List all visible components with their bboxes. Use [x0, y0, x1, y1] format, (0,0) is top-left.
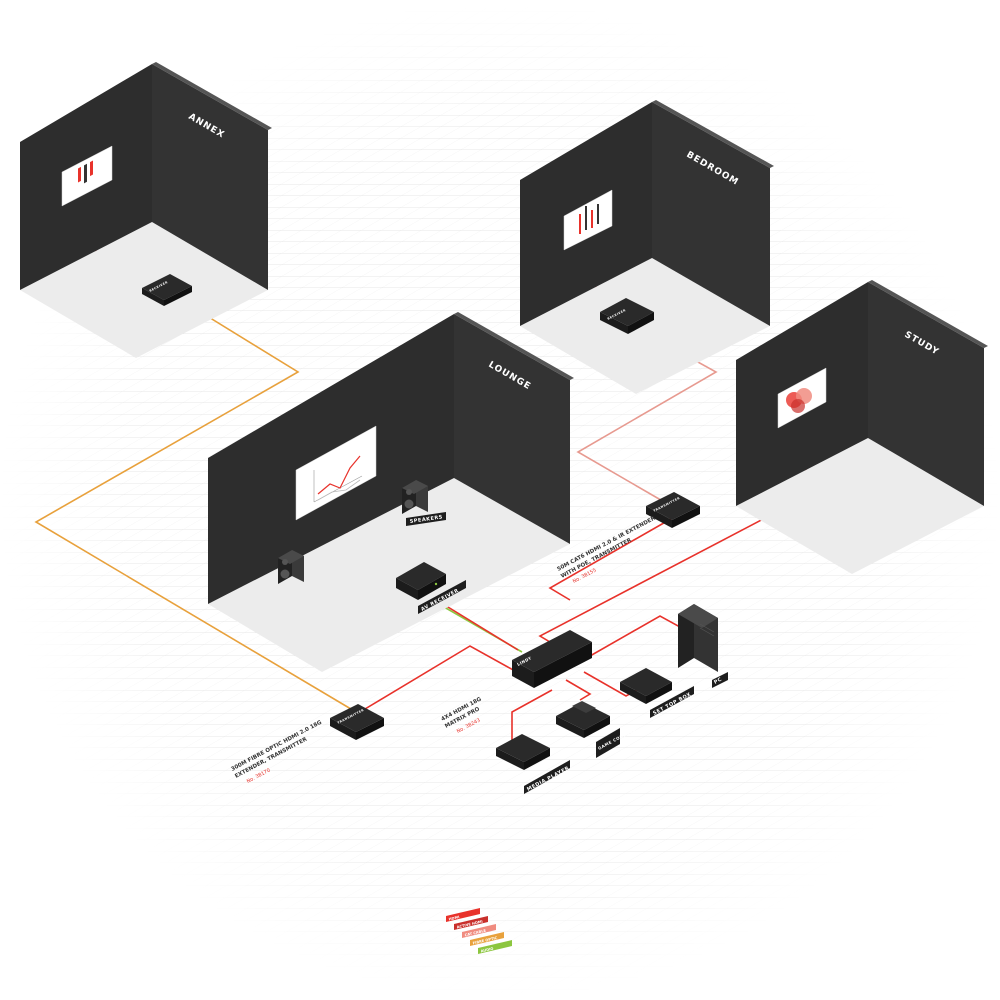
room-floor — [208, 478, 570, 672]
room-wall-top — [652, 100, 774, 168]
legend-swatch — [470, 932, 504, 946]
display-screen — [563, 189, 613, 251]
legend-label: FIBRE OPTIC — [472, 936, 498, 946]
legend-label: ACTIVE HDMI — [456, 920, 483, 930]
room-wall-side — [868, 282, 984, 506]
pc-tower — [678, 604, 718, 672]
media-player — [496, 734, 550, 770]
display-screen — [295, 425, 377, 521]
room-floor — [520, 258, 770, 394]
room-wall-side — [152, 64, 268, 290]
receiver-device: RECEIVER — [142, 274, 192, 306]
legend-item: AUDIO — [478, 940, 512, 954]
room-study: STUDY — [736, 280, 988, 574]
legend-label: CAT CABLE — [464, 929, 487, 938]
room-wall-top — [454, 312, 574, 380]
legend-item: FIBRE OPTIC — [470, 932, 504, 946]
pc-tag: PC — [712, 672, 728, 688]
speakers-label: SPEAKERS — [409, 514, 443, 525]
av-receiver — [396, 562, 446, 600]
device-brand: LINDY — [516, 655, 532, 667]
legend-label: HDMI — [448, 915, 460, 921]
legend-swatch — [462, 924, 496, 938]
fibre-transmitter: TRANSMITTER — [330, 704, 384, 740]
speaker-right — [402, 480, 428, 514]
legend-swatch — [454, 916, 488, 930]
room-annex: ANNEX RECEIVER — [20, 62, 272, 358]
hdmi-game — [565, 679, 592, 701]
legend-label: AUDIO — [480, 947, 494, 954]
legend-swatch — [446, 908, 480, 922]
cat6-transmitter: TRANSMITTER — [646, 492, 700, 528]
game-console — [556, 701, 610, 738]
receiver-device: RECEIVER — [600, 298, 654, 334]
display-screen — [61, 145, 113, 207]
room-floor — [736, 438, 984, 574]
hdmi-matrix-switch: LINDY — [512, 630, 592, 688]
room-wall-side — [454, 314, 570, 544]
legend-swatch — [478, 940, 512, 954]
room-bedroom: BEDROOM RECEIVER — [520, 100, 774, 394]
room-wall-side — [652, 102, 770, 326]
pc-label: PC — [713, 677, 723, 686]
legend-item: HDMI — [446, 908, 480, 922]
hdmi-cat-switch — [548, 515, 677, 601]
set-top-box — [620, 668, 672, 704]
legend-item: CAT CABLE — [462, 924, 496, 938]
room-wall-top — [868, 280, 988, 348]
fibre-cable — [34, 291, 357, 713]
room-wall-top — [152, 62, 272, 130]
hdmi-fibre-switch — [359, 645, 525, 713]
speaker-left — [278, 550, 304, 584]
room-lounge: LOUNGE SPEAKERS — [208, 312, 574, 672]
legend-item: ACTIVE HDMI — [454, 916, 488, 930]
speakers-tag: SPEAKERS — [406, 512, 446, 526]
display-screen — [777, 367, 827, 429]
